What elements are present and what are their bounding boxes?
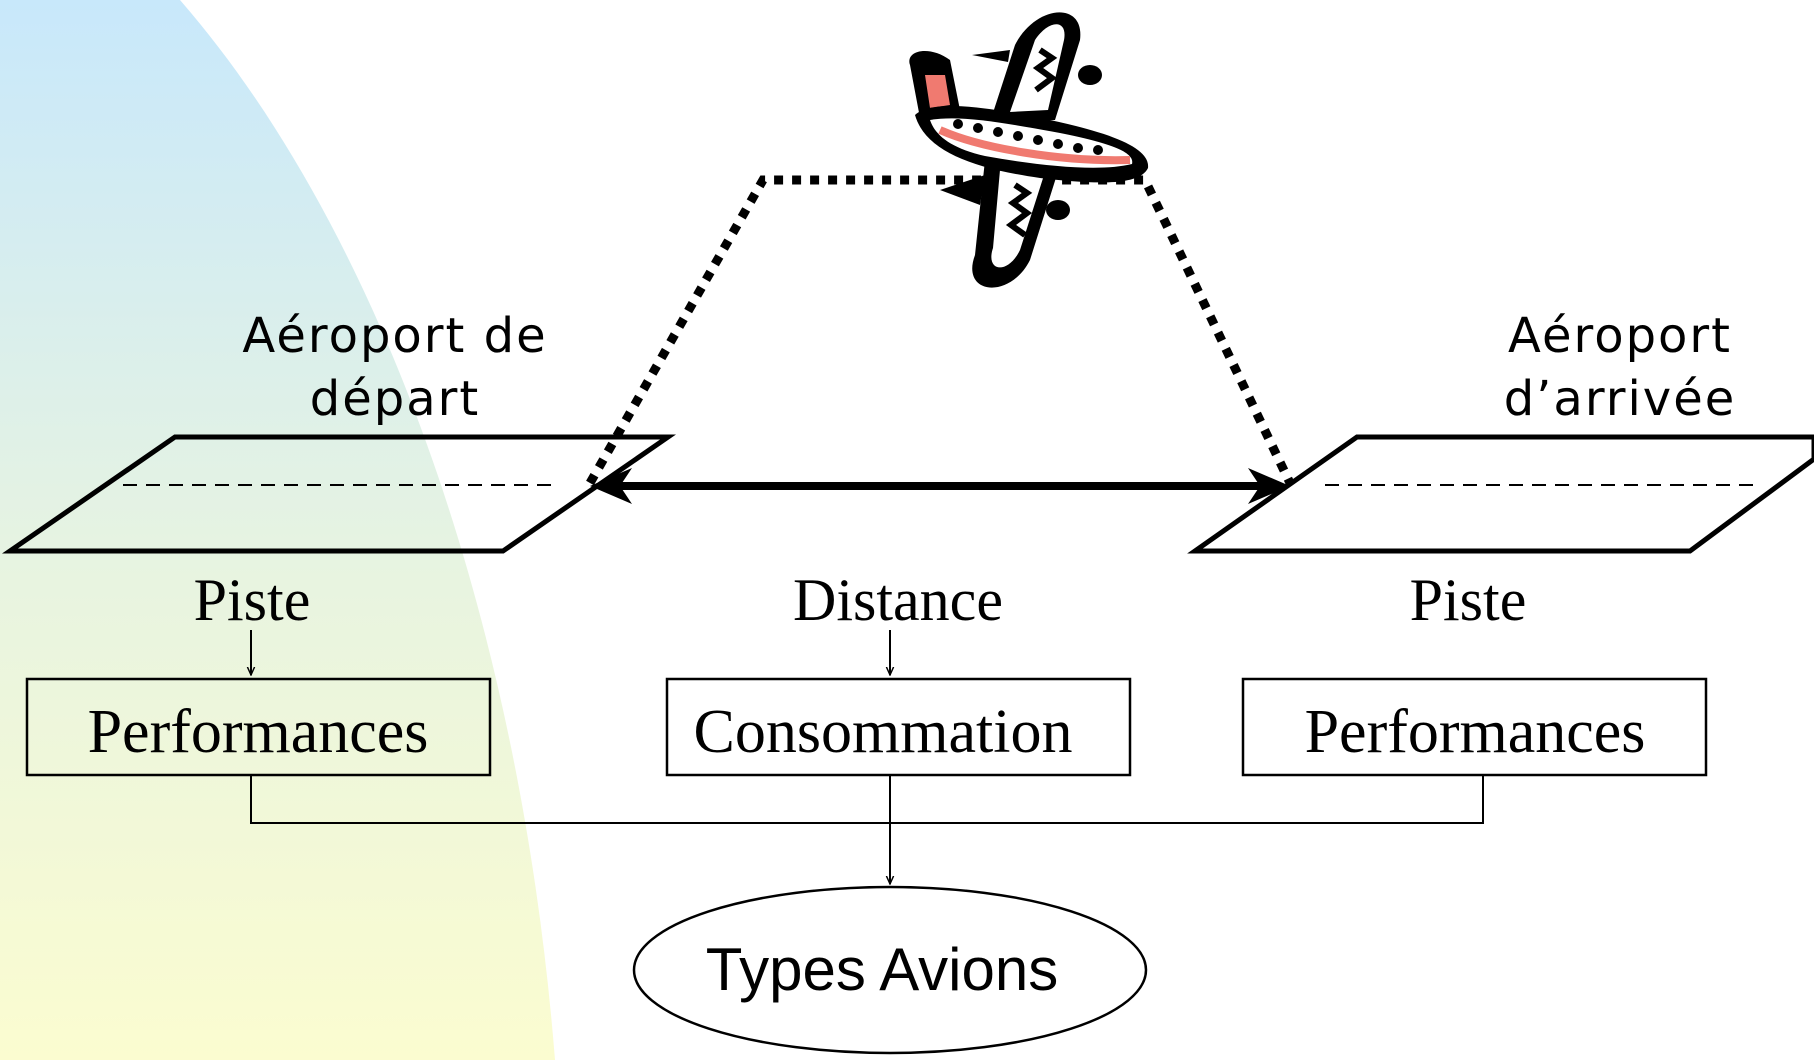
arrival-runway xyxy=(1187,434,1814,554)
departure-performances-label: Performances xyxy=(88,698,429,766)
consommation-label: Consommation xyxy=(694,698,1073,766)
departure-performances-box: Performances xyxy=(25,677,492,777)
airplane-icon xyxy=(909,12,1149,288)
arrival-runway-label: Piste xyxy=(1410,567,1527,633)
consommation-box: Consommation xyxy=(665,677,1132,777)
distance-label: Distance xyxy=(793,567,1003,633)
arrival-performances-box: Performances xyxy=(1241,677,1708,777)
background-gradient-shape xyxy=(0,0,555,1060)
arrival-airport-label-line2: d’arrivée xyxy=(1504,371,1737,427)
departure-runway-label: Piste xyxy=(194,567,311,633)
types-avions-ellipse: Types Avions xyxy=(632,885,1148,1055)
distance-arrow xyxy=(590,468,1290,504)
flight-path xyxy=(586,175,1295,486)
connector-lines xyxy=(250,775,1484,824)
arrival-airport-label-line1: Aéroport xyxy=(1508,308,1732,364)
departure-runway xyxy=(1,434,677,554)
departure-airport-label-line2: départ xyxy=(310,371,480,427)
departure-airport-label-line1: Aéroport de xyxy=(242,308,547,364)
arrival-performances-label: Performances xyxy=(1305,698,1646,766)
types-avions-label: Types Avions xyxy=(706,936,1058,1003)
